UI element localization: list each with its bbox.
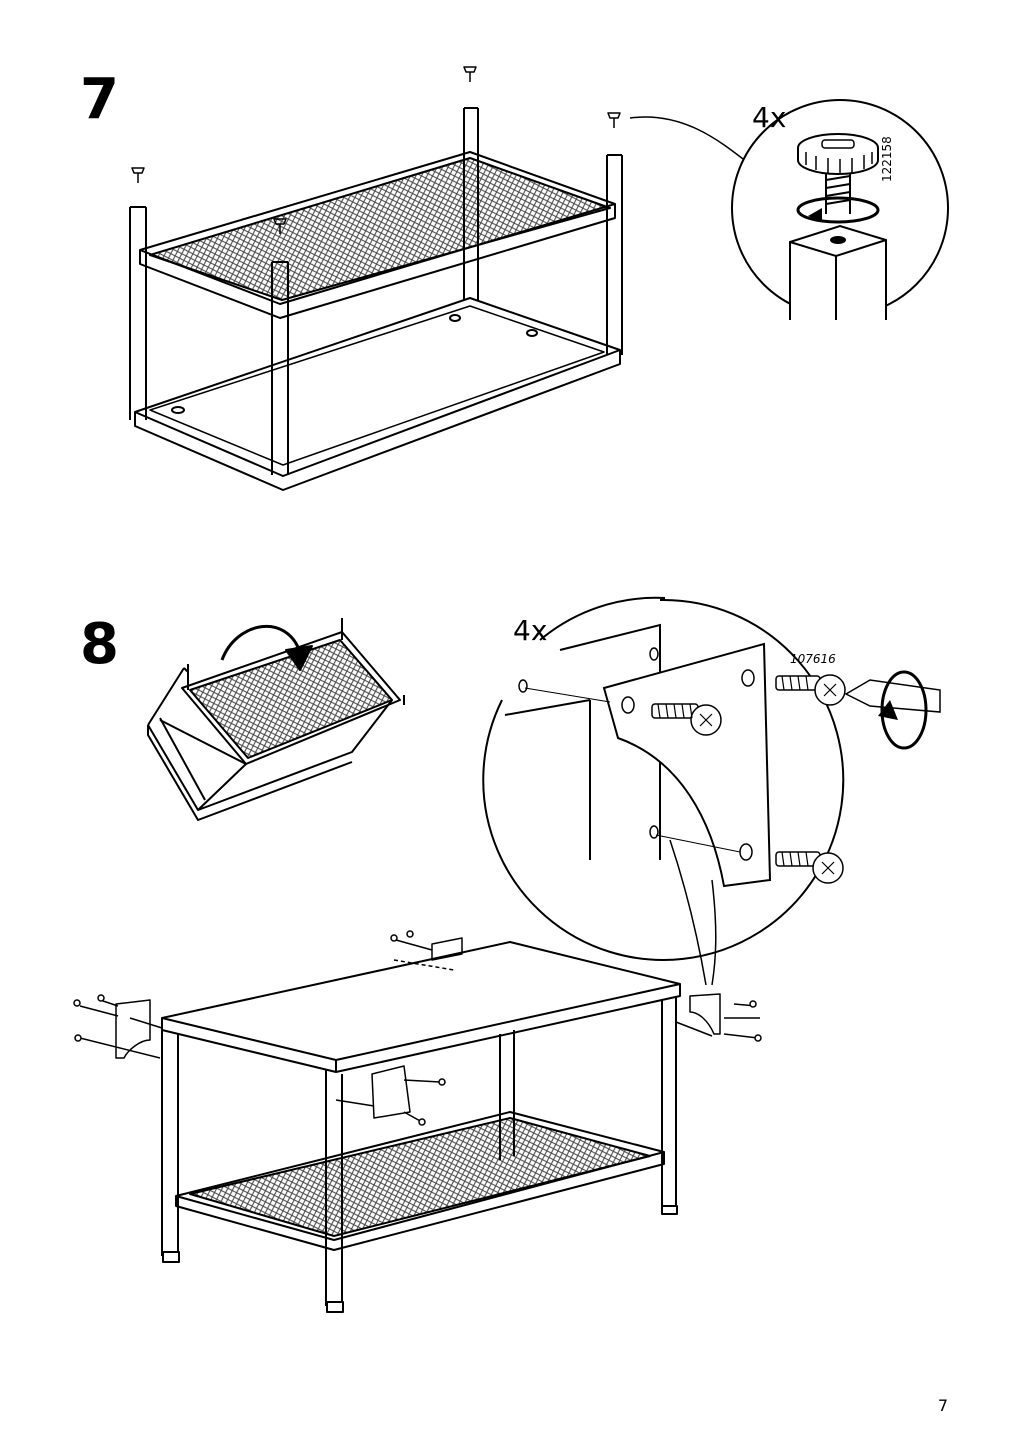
leg <box>661 996 677 1210</box>
step-8-table-illustration <box>73 930 762 1313</box>
step-7-part-number: 122158 <box>880 136 894 182</box>
leg <box>271 261 289 475</box>
step-7-detail-callout: 4x 122158 <box>731 99 949 320</box>
foot-screws <box>131 66 621 234</box>
leg <box>499 1030 515 1160</box>
step-7-quantity: 4x <box>752 101 786 134</box>
step-7-frame-illustration <box>129 66 761 491</box>
step-8-detail-callout: 4x 107616 <box>482 596 941 986</box>
step-7-number: 7 <box>80 67 119 132</box>
step-8-part-number: 107616 <box>790 652 836 666</box>
leg <box>161 1030 179 1256</box>
leg <box>325 1070 343 1306</box>
step-8-quantity: 4x <box>513 614 547 647</box>
step-8-flip-illustration <box>147 618 405 821</box>
mesh-shelf <box>149 157 611 301</box>
step-8-number: 8 <box>80 612 119 677</box>
leg <box>129 206 147 420</box>
page-number: 7 <box>937 1396 948 1415</box>
leg <box>606 154 623 355</box>
leg <box>463 107 479 300</box>
